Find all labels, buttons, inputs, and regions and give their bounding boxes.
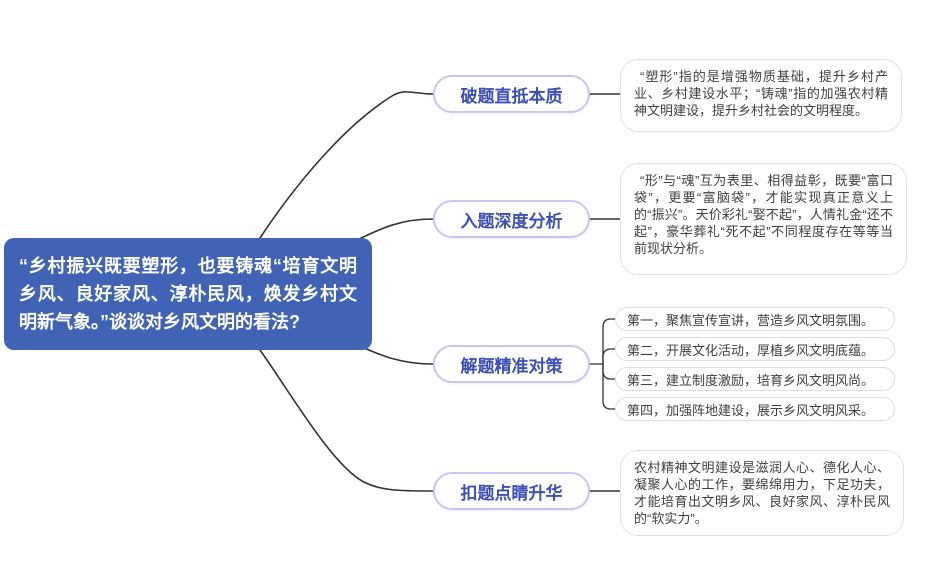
branch-node-label: 入题深度分析 xyxy=(460,211,563,231)
connector-central-to-node4 xyxy=(259,349,434,492)
detail-text: “塑形”指的是增强物质基础，提升乡村产业、乡村建设水平；“铸魂”指的加强农村精神… xyxy=(634,69,888,118)
branch-node-jietijingzhun[interactable]: 解题精准对策 xyxy=(433,345,590,383)
solution-text: 第二，开展文化活动，厚植乡风文明底蕴。 xyxy=(627,342,875,358)
detail-text: 农村精神文明建设是滋润人心、德化人心、凝聚人心的工作，要绵绵用力，下足功夫，才能… xyxy=(634,460,890,526)
solution-item-1[interactable]: 第一，聚焦宣传宣讲，营造乡风文明氛围。 xyxy=(615,307,895,331)
solution-text: 第一，聚焦宣传宣讲，营造乡风文明氛围。 xyxy=(627,312,875,328)
solution-text: 第四，加强阵地建设，展示乡风文明风采。 xyxy=(627,402,875,418)
branch-node-label: 扣题点睛升华 xyxy=(460,483,563,503)
central-topic-node[interactable]: “乡村振兴既要塑形，也要铸魂“培育文明乡风、良好家风、淳朴民风，焕发乡村文明新气… xyxy=(4,238,372,350)
connector-node3-to-sol4 xyxy=(602,363,616,410)
branch-node-koutidianjing[interactable]: 扣题点睛升华 xyxy=(433,472,590,510)
connector-node3-to-sol2 xyxy=(602,348,616,365)
branch-node-potijie[interactable]: 破题直抵本质 xyxy=(433,75,590,113)
central-topic-text: “乡村振兴既要塑形，也要铸魂“培育文明乡风、良好家风、淳朴民风，焕发乡村文明新气… xyxy=(19,256,357,332)
detail-text: “形”与“魂”互为表里、相得益彰，既要“富口袋”，更要“富脑袋”，才能实现真正意… xyxy=(634,173,893,256)
branch-node-label: 解题精准对策 xyxy=(460,356,563,376)
detail-box-xinghun[interactable]: “形”与“魂”互为表里、相得益彰，既要“富口袋”，更要“富脑袋”，才能实现真正意… xyxy=(620,163,907,275)
solution-item-3[interactable]: 第三，建立制度激励，培育乡风文明风尚。 xyxy=(615,367,895,391)
solution-text: 第三，建立制度激励，培育乡风文明风尚。 xyxy=(627,372,875,388)
detail-box-suxing[interactable]: “塑形”指的是增强物质基础，提升乡村产业、乡村建设水平；“铸魂”指的加强农村精神… xyxy=(620,59,902,132)
branch-node-rutishendu[interactable]: 入题深度分析 xyxy=(433,200,590,238)
connector-central-to-node3 xyxy=(356,344,434,365)
detail-box-ruanshili[interactable]: 农村精神文明建设是滋润人心、德化人心、凝聚人心的工作，要绵绵用力，下足功夫，才能… xyxy=(620,450,904,536)
solution-item-4[interactable]: 第四，加强阵地建设，展示乡风文明风采。 xyxy=(615,397,895,421)
branch-node-label: 破题直抵本质 xyxy=(460,86,563,106)
solution-item-2[interactable]: 第二，开展文化活动，厚植乡风文明底蕴。 xyxy=(615,337,895,361)
connector-central-to-node2 xyxy=(356,218,434,241)
connector-node3-to-sol1 xyxy=(602,318,616,365)
connector-central-to-node1 xyxy=(259,91,434,239)
connector-node3-to-sol3 xyxy=(602,363,616,380)
